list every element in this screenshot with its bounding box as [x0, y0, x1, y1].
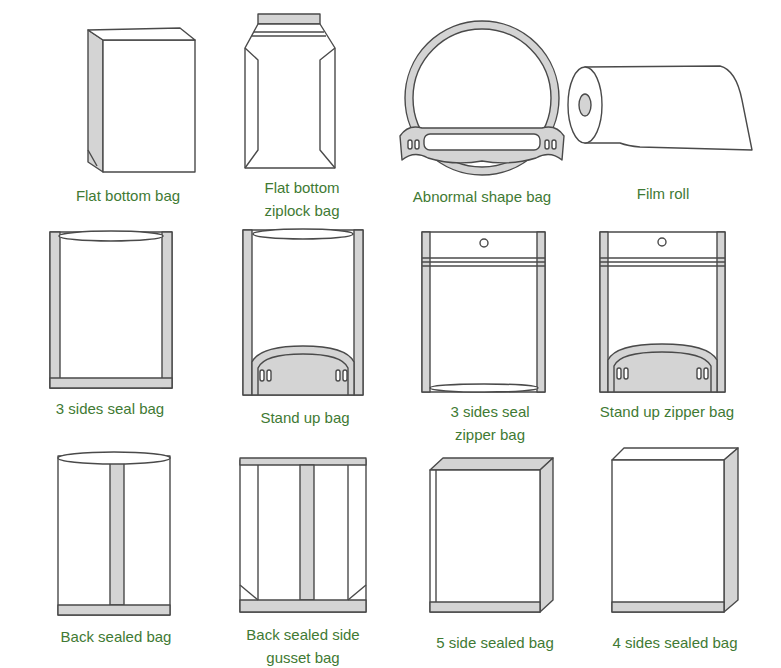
bag-caption: Flat bottom bag: [76, 184, 180, 207]
bag-caption: 5 side sealed bag: [436, 631, 554, 654]
bag-caption: 3 sides seal zipper bag: [434, 400, 546, 446]
flat-bottom-ziplock-bag-figure: [245, 14, 335, 168]
bag-caption: Back sealed bag: [61, 625, 172, 648]
bag-caption: Flat bottom ziplock bag: [246, 176, 358, 222]
bag-caption: Stand up bag: [260, 406, 349, 429]
bag-caption: Abnormal shape bag: [413, 185, 551, 208]
bag-caption: Film roll: [637, 182, 690, 205]
stand-up-bag-figure: [243, 229, 363, 395]
five-side-sealed-bag-figure: [430, 458, 553, 612]
bag-caption: 4 sides sealed bag: [612, 631, 737, 654]
bag-caption: Stand up zipper bag: [600, 400, 734, 423]
bag-caption: 3 sides seal bag: [56, 397, 164, 420]
three-sides-seal-bag-figure: [50, 231, 172, 388]
film-roll-figure: [568, 66, 752, 150]
four-sides-sealed-bag-figure: [612, 448, 738, 612]
bag-caption: Back sealed side gusset bag: [237, 623, 369, 668]
back-sealed-side-gusset-bag-figure: [240, 458, 366, 612]
three-sides-seal-zipper-bag-figure: [422, 232, 545, 392]
flat-bottom-bag-figure: [88, 28, 195, 172]
back-sealed-bag-figure: [58, 452, 170, 615]
stand-up-zipper-bag-figure: [600, 232, 725, 392]
abnormal-shape-bag-figure: [400, 21, 564, 175]
